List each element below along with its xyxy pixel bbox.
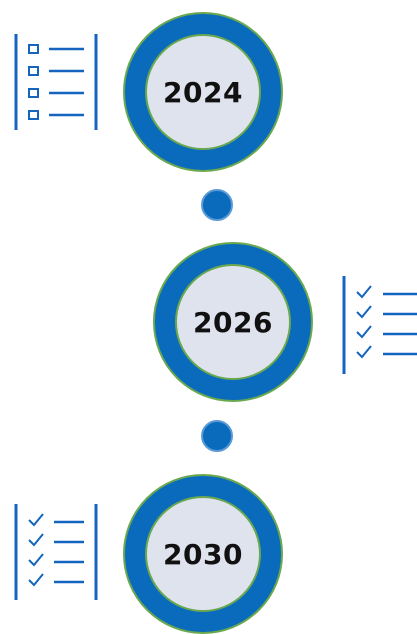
milestone-2024-center: 2024 <box>145 34 261 150</box>
milestone-year-label: 2030 <box>163 537 243 571</box>
milestone-2030-center: 2030 <box>145 496 261 612</box>
milestone-2030: 2030 <box>123 474 283 634</box>
milestone-year-label: 2026 <box>193 305 273 339</box>
milestone-2026-center: 2026 <box>175 264 291 380</box>
milestone-2024: 2024 <box>123 12 283 172</box>
milestone-year-label: 2024 <box>163 75 243 109</box>
timeline-connector-dot <box>201 189 233 221</box>
checkbox-list-icon <box>14 34 98 130</box>
checklist-icon <box>14 504 98 600</box>
timeline-connector-dot <box>201 420 233 452</box>
checklist-icon <box>342 276 417 374</box>
milestone-2026: 2026 <box>153 242 313 402</box>
